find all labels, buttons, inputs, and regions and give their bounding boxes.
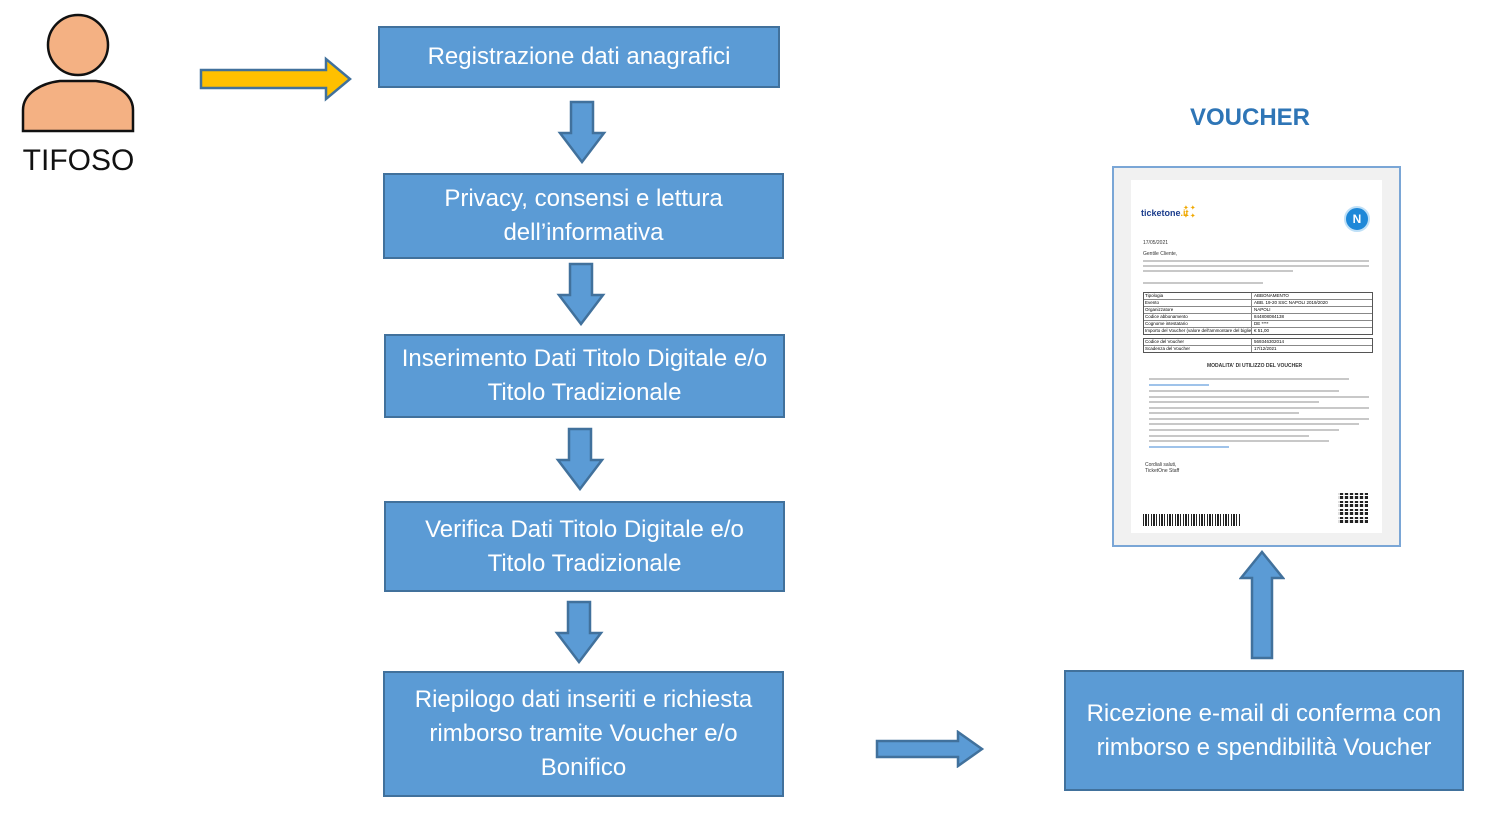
arrow-down-icon (555, 427, 605, 491)
text-line (1143, 260, 1369, 262)
text-line (1149, 378, 1349, 380)
club-logo: N (1344, 206, 1370, 232)
text-line (1149, 396, 1369, 398)
step-verifica: Verifica Dati Titolo Digitale e/o Titolo… (384, 501, 785, 592)
text-line (1149, 423, 1359, 425)
arrow-down-icon (556, 262, 606, 326)
text-line (1149, 429, 1339, 431)
actor-label: TIFOSO (22, 144, 135, 177)
text-line (1149, 384, 1209, 386)
step-inserimento: Inserimento Dati Titolo Digitale e/o Tit… (384, 334, 785, 418)
barcode-icon (1143, 514, 1240, 526)
text-line (1149, 401, 1319, 403)
arrow-right-icon (199, 56, 352, 102)
text-line (1149, 440, 1329, 442)
text-line (1149, 407, 1369, 409)
arrow-down-icon (554, 600, 604, 664)
step-label: Verifica Dati Titolo Digitale e/o Titolo… (425, 515, 744, 577)
step-label: Ricezione e-mail di conferma con rimbors… (1086, 699, 1442, 761)
step-label: Privacy, consensi e lettura dell’informa… (444, 185, 723, 246)
text-line (1149, 390, 1339, 392)
person-icon (21, 13, 135, 133)
voucher-date: 17/05/2021 (1143, 240, 1169, 246)
text-line (1143, 265, 1369, 267)
voucher-image: ticketone.it ✦✦✦✦ N 17/05/2021 Gentile C… (1112, 166, 1401, 547)
step-ricezione-email: Ricezione e-mail di conferma con rimbors… (1064, 670, 1464, 791)
text-line (1149, 412, 1299, 414)
step-label: Riepilogo dati inseriti e richiesta rimb… (414, 686, 753, 781)
ticketone-logo: ticketone.it (1141, 208, 1189, 218)
step-label: Inserimento Dati Titolo Digitale e/o Tit… (401, 345, 768, 406)
arrow-right-icon (875, 730, 985, 768)
step-registrazione: Registrazione dati anagrafici (378, 26, 780, 88)
step-privacy: Privacy, consensi e lettura dell’informa… (383, 173, 784, 259)
voucher-section-title: MODALITA' DI UTILIZZO DEL VOUCHER (1207, 363, 1303, 369)
qr-code-icon (1338, 493, 1368, 523)
arrow-up-icon (1239, 550, 1285, 660)
stars-decoration: ✦✦✦✦ (1183, 205, 1197, 220)
step-label: Registrazione dati anagrafici (427, 43, 731, 70)
text-line (1149, 435, 1309, 437)
voucher-title: VOUCHER (1189, 104, 1310, 131)
voucher-signature: Cordiali saluti, TicketOne Staff (1145, 462, 1180, 474)
text-line (1149, 446, 1229, 448)
arrow-down-icon (557, 100, 607, 164)
step-riepilogo: Riepilogo dati inseriti e richiesta rimb… (383, 671, 784, 797)
text-line (1143, 282, 1263, 284)
text-line (1149, 418, 1369, 420)
voucher-document: ticketone.it ✦✦✦✦ N 17/05/2021 Gentile C… (1131, 180, 1382, 533)
text-line (1143, 270, 1293, 272)
voucher-greeting: Gentile Cliente, (1143, 251, 1178, 257)
